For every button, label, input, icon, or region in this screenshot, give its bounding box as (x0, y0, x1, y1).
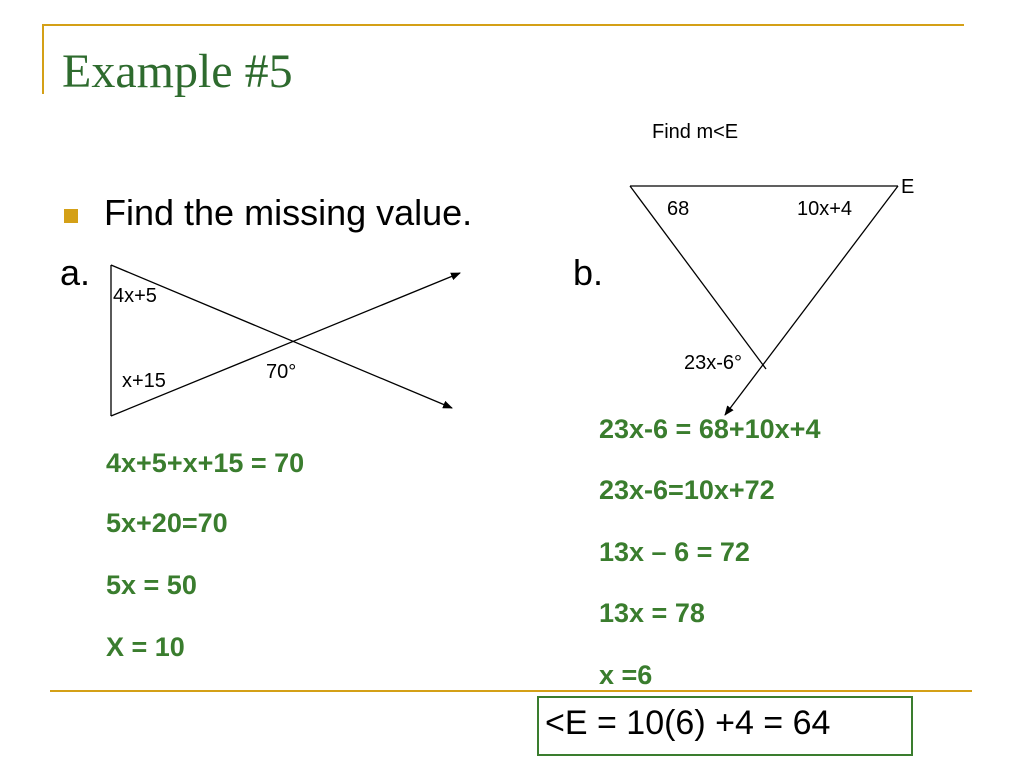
step-a-1: 4x+5+x+15 = 70 (106, 448, 305, 478)
answer-box (537, 696, 913, 756)
triangle-b-left-side (629, 185, 767, 370)
triangle-b-extended-side (724, 185, 899, 416)
angle-top-label-a: 4x+5 (113, 285, 157, 307)
angle-right-label-b: 10x+4 (797, 198, 853, 220)
angle-left-label-b: 68 (667, 198, 690, 220)
footer-rule (50, 690, 972, 692)
step-b-3: 13x – 6 = 72 (599, 537, 750, 567)
step-a-4: X = 10 (106, 632, 185, 662)
triangle-a-bottom-ray (110, 272, 461, 417)
exterior-angle-label-b: 23x-6° (684, 352, 743, 374)
title-rule-vertical (42, 24, 44, 94)
angle-bottom-label-a: x+15 (122, 370, 166, 392)
step-b-1: 23x-6 = 68+10x+4 (599, 414, 821, 444)
exterior-angle-label-a: 70° (266, 361, 297, 383)
step-b-2: 23x-6=10x+72 (599, 475, 775, 505)
vertex-e-label: E (901, 176, 915, 198)
title-rule-horizontal (42, 24, 964, 26)
part-b-prompt: Find m<E (652, 121, 739, 143)
part-a-label: a. (60, 252, 91, 293)
square-bullet-icon (64, 209, 78, 223)
step-b-4: 13x = 78 (599, 598, 705, 628)
part-b-label: b. (573, 252, 604, 293)
triangle-a-top-ray (110, 264, 453, 409)
step-a-3: 5x = 50 (106, 570, 197, 600)
bullet-text: Find the missing value. (104, 192, 473, 233)
slide-title: Example #5 (62, 45, 293, 98)
step-a-2: 5x+20=70 (106, 508, 228, 538)
step-b-5: x =6 (599, 660, 653, 690)
answer-text: <E = 10(6) +4 = 64 (545, 704, 831, 742)
